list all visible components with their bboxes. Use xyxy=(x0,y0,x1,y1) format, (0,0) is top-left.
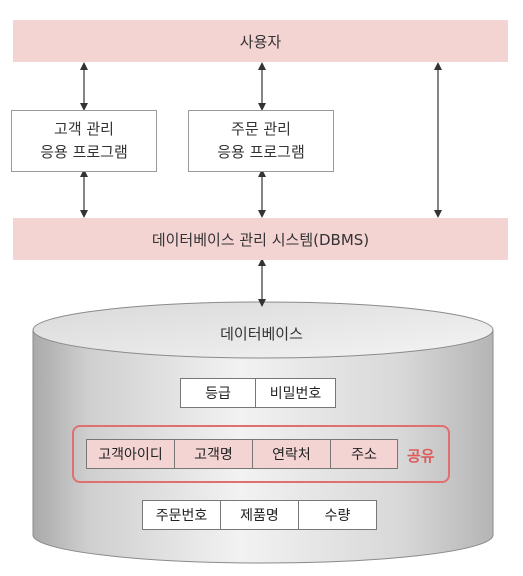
table-row-customer-fields: 고객아이디 고객명 연락처 주소 xyxy=(86,439,398,469)
order-app-line2: 응용 프로그램 xyxy=(217,143,305,161)
database-title: 데이터베이스 xyxy=(220,325,303,343)
field-cell: 수량 xyxy=(299,500,377,530)
field-cell: 등급 xyxy=(180,378,256,408)
field-cell: 고객명 xyxy=(175,439,253,469)
table-row-grade-password: 등급 비밀번호 xyxy=(180,378,336,408)
field-cell: 주문번호 xyxy=(142,500,221,530)
user-band: 사용자 xyxy=(13,20,508,62)
field-cell: 연락처 xyxy=(253,439,331,469)
dbms-band: 데이터베이스 관리 시스템(DBMS) xyxy=(13,218,508,260)
customer-app-line1: 고객 관리 xyxy=(54,120,114,138)
shared-highlight-frame xyxy=(72,425,450,483)
dbms-label: 데이터베이스 관리 시스템(DBMS) xyxy=(151,230,370,249)
field-cell: 주소 xyxy=(331,439,398,469)
field-cell: 제품명 xyxy=(221,500,299,530)
user-label: 사용자 xyxy=(239,32,282,51)
field-cell: 비밀번호 xyxy=(256,378,336,408)
customer-app-box: 고객 관리 응용 프로그램 xyxy=(11,110,157,172)
table-row-order-fields: 주문번호 제품명 수량 xyxy=(142,500,377,530)
order-app-line1: 주문 관리 xyxy=(231,120,291,138)
order-app-box: 주문 관리 응용 프로그램 xyxy=(188,110,334,172)
field-cell: 고객아이디 xyxy=(86,439,175,469)
shared-label: 공유 xyxy=(407,447,435,465)
customer-app-line2: 응용 프로그램 xyxy=(40,143,128,161)
arrows xyxy=(80,62,442,307)
